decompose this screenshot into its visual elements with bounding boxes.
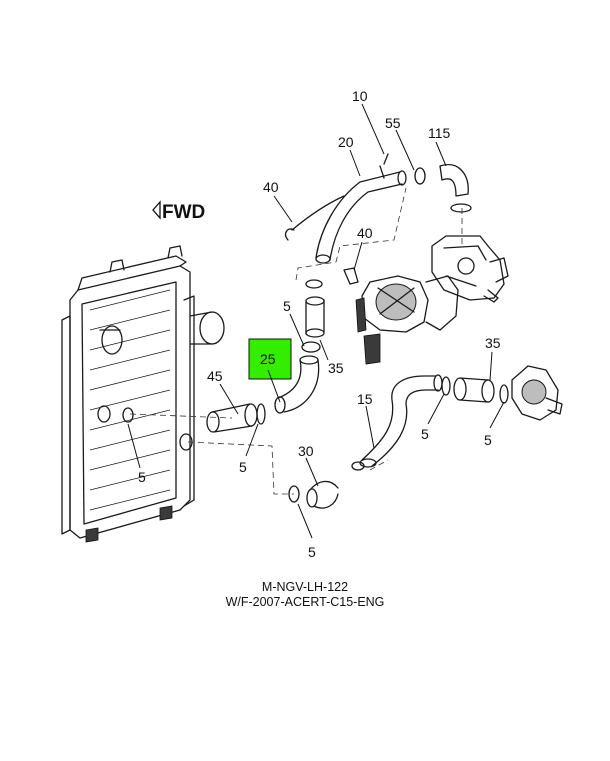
pump-inlet-right xyxy=(511,365,563,421)
hose-45 xyxy=(206,403,266,433)
callout-45[interactable]: 45 xyxy=(207,368,223,384)
callout-20[interactable]: 20 xyxy=(338,134,354,150)
callout-5-lower[interactable]: 5 xyxy=(239,459,247,475)
callout-115[interactable]: 115 xyxy=(428,125,451,141)
hose-15 xyxy=(351,374,443,471)
callout-40-pump[interactable]: 40 xyxy=(357,225,373,241)
callout-40-clamp[interactable]: 40 xyxy=(263,179,279,195)
hose-35-right xyxy=(441,376,509,404)
forward-arrow-icon xyxy=(152,200,161,220)
callout-10[interactable]: 10 xyxy=(352,88,368,104)
fwd-indicator: FWD xyxy=(152,200,205,223)
radiator-assembly xyxy=(61,245,225,543)
clamp-5-left xyxy=(122,407,134,423)
leader-lines xyxy=(127,103,505,539)
thermostat-housing xyxy=(431,235,509,303)
elbow-115 xyxy=(414,164,472,213)
callout-5-mid[interactable]: 5 xyxy=(421,426,429,442)
highlight-part-25[interactable] xyxy=(248,338,292,380)
callout-35-upper[interactable]: 35 xyxy=(328,360,344,376)
water-pump xyxy=(343,267,459,365)
diagram-application: W/F-2007-ACERT-C15-ENG xyxy=(225,595,385,609)
callout-35-right[interactable]: 35 xyxy=(485,335,501,351)
fwd-label: FWD xyxy=(162,202,205,223)
callout-5-left[interactable]: 5 xyxy=(138,469,146,485)
callout-5-bottom[interactable]: 5 xyxy=(308,544,316,560)
callout-30[interactable]: 30 xyxy=(298,443,314,459)
callout-15[interactable]: 15 xyxy=(357,391,373,407)
upper-hose-20 xyxy=(315,153,407,264)
assembly-lines xyxy=(129,187,463,495)
hose-25 xyxy=(274,355,320,414)
callout-labels: 10 55 115 20 40 40 5 25 35 45 35 15 5 5 … xyxy=(138,88,501,560)
hose-clamp-wire-40 xyxy=(284,195,345,241)
clamp-5-upper xyxy=(301,341,321,353)
diagram-code: M-NGV-LH-122 xyxy=(261,580,349,594)
callout-5-right[interactable]: 5 xyxy=(484,432,492,448)
hose-35-upper xyxy=(305,279,325,338)
callout-55[interactable]: 55 xyxy=(385,115,401,131)
hose-30 xyxy=(288,480,339,509)
callout-25[interactable]: 25 xyxy=(260,351,276,367)
callout-5-upper[interactable]: 5 xyxy=(283,298,291,314)
